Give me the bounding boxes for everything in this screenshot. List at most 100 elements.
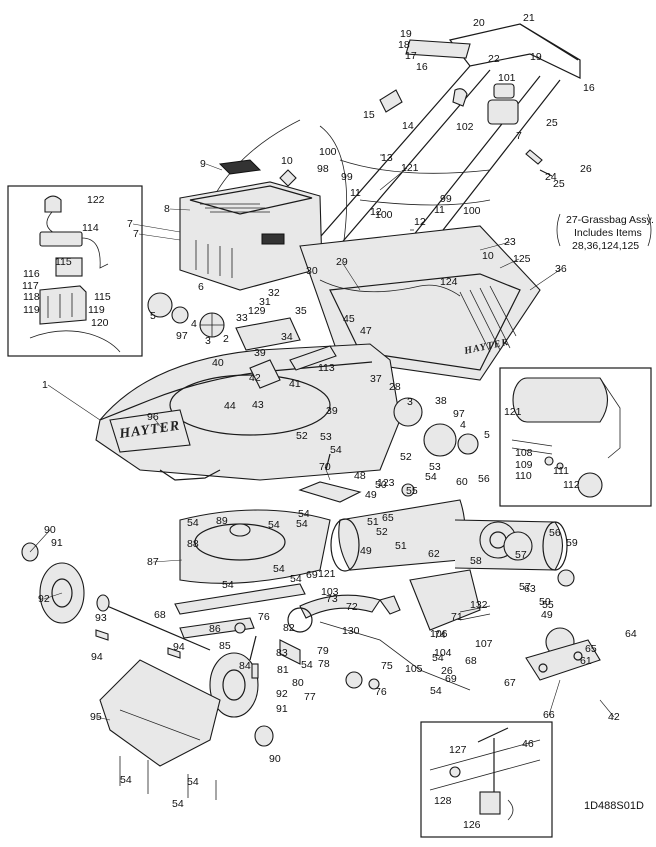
inset-battery-harness	[7, 185, 143, 357]
callout-number: 98	[317, 163, 329, 175]
callout-number: 8	[164, 203, 170, 215]
callout-number: 43	[252, 399, 264, 411]
callout-number: 130	[342, 625, 360, 637]
callout-number: 75	[381, 660, 393, 672]
callout-number: 106	[430, 628, 448, 640]
callout-number: 10	[281, 155, 293, 167]
note-line-1: 27-Grassbag Assy.	[566, 214, 654, 226]
callout-number: 44	[224, 400, 236, 412]
callout-number: 119	[88, 304, 105, 316]
callout-number: 1	[42, 379, 48, 391]
part-pulley-97b	[423, 423, 457, 457]
part-blade-hub	[229, 523, 251, 537]
part-grassbag-frame	[299, 225, 541, 381]
inset-frame-bottom	[420, 721, 553, 838]
part-tray-ribs	[47, 293, 73, 318]
part-handle-top	[448, 23, 581, 79]
callout-number: 24	[545, 171, 557, 183]
callout-number: 34	[281, 331, 293, 343]
callout-number: 82	[283, 622, 295, 634]
callout-number: 68	[465, 655, 477, 667]
leader-line	[95, 716, 111, 721]
callout-number: 67	[504, 677, 516, 689]
callout-number: 90	[44, 524, 56, 536]
part-strap-113	[289, 345, 337, 371]
callout-number: 48	[354, 470, 366, 482]
note-line-2: Includes Items	[574, 227, 642, 239]
callout-number: 99	[440, 193, 452, 205]
callout-number: 55	[406, 485, 418, 497]
callout-number: 61	[580, 655, 592, 667]
callout-number: 92	[276, 688, 288, 700]
part-roller-end	[330, 518, 360, 572]
part-pulley-4	[171, 306, 189, 324]
callout-number: 116	[23, 268, 40, 280]
callout-number: 56	[549, 527, 561, 539]
callout-number: 4	[460, 419, 466, 431]
callout-number: 25	[553, 178, 565, 190]
leader-line	[379, 167, 408, 191]
leader-line	[479, 241, 511, 251]
inset-frame-right	[499, 367, 652, 507]
callout-number: 112	[563, 479, 580, 491]
grassbag-group: HAYTER	[299, 225, 541, 381]
part-bearing	[401, 483, 415, 497]
part-cover-hole-a	[538, 663, 548, 673]
callout-number: 35	[295, 305, 307, 317]
callout-number: 76	[258, 611, 270, 623]
callout-number: 56	[478, 473, 490, 485]
part-bail-bar	[519, 23, 579, 61]
part-cover-48	[298, 481, 362, 503]
callout-number: 49	[365, 489, 377, 501]
part-spacer-washer	[368, 678, 380, 690]
grassbag-note: 27-Grassbag Assy. Includes Items 28,36,1…	[556, 213, 654, 252]
part-deck-nameplate	[109, 409, 191, 453]
leader-line	[205, 163, 223, 171]
callout-number: 6	[198, 281, 204, 293]
callout-number: 77	[304, 691, 316, 703]
callout-number: 12	[370, 206, 382, 218]
callout-number: 126	[463, 819, 481, 831]
callout-number: 49	[541, 609, 553, 621]
callout-number: 107	[475, 638, 493, 650]
part-grassbag-body	[329, 273, 521, 371]
callout-number: 78	[318, 658, 330, 670]
callout-number: 57	[515, 549, 527, 561]
callout-number: 63	[524, 583, 536, 595]
engine-group	[179, 159, 323, 291]
callout-number: 40	[212, 357, 224, 369]
callout-number: 37	[370, 373, 382, 385]
callout-number: 102	[456, 121, 474, 133]
part-charger-plug	[44, 195, 62, 213]
part-height-lever	[525, 149, 553, 177]
part-bag-rim	[319, 279, 461, 297]
part-washer	[544, 456, 554, 466]
callout-number: 115	[94, 291, 111, 303]
callout-number: 97	[176, 330, 188, 342]
part-deck-edge-inset	[29, 330, 121, 353]
callout-number: 114	[82, 222, 99, 234]
callout-number: 22	[488, 53, 500, 65]
part-knob-left	[279, 169, 297, 187]
callout-number: 7	[133, 228, 139, 240]
callout-number: 69	[445, 673, 457, 685]
callout-number: 14	[402, 120, 414, 132]
callout-number: 54	[298, 508, 310, 520]
callout-number: 52	[376, 526, 388, 538]
callout-number: 111	[553, 465, 569, 477]
part-knob-5b	[457, 433, 479, 455]
callout-number: 29	[336, 256, 348, 268]
callout-number: 3	[407, 396, 413, 408]
callout-number: 65	[382, 512, 394, 524]
callout-number: 54	[432, 652, 444, 664]
callout-number: 54	[301, 659, 313, 671]
callout-number: 58	[470, 555, 482, 567]
part-link-bar	[179, 617, 255, 639]
part-bracket-33	[235, 317, 301, 351]
callout-number: 38	[435, 395, 447, 407]
callout-number: 45	[343, 313, 355, 325]
callout-number: 104	[434, 647, 452, 659]
